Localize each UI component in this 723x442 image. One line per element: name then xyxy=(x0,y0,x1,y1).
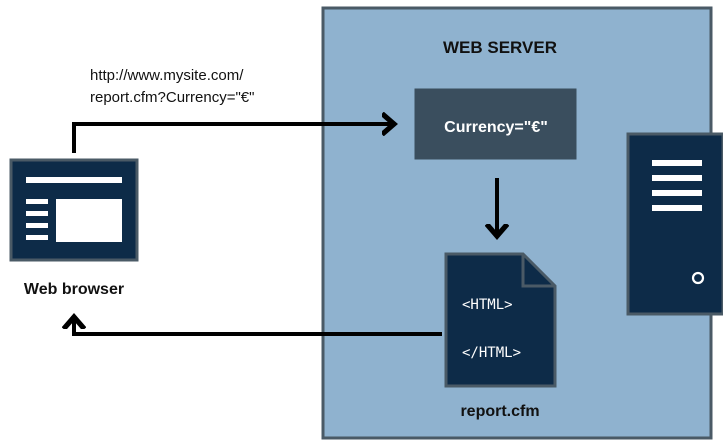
report-file-icon xyxy=(444,252,557,388)
response-arrow xyxy=(74,317,442,336)
currency-param-box xyxy=(411,85,580,163)
web-browser-icon xyxy=(9,158,139,262)
file-name-label: report.cfm xyxy=(460,403,539,420)
currency-param-label: Currency="€" xyxy=(444,119,548,136)
request-url-line2: report.cfm?Currency="€" xyxy=(90,89,254,106)
file-close-tag: </HTML> xyxy=(462,345,521,361)
request-arrow xyxy=(72,124,394,153)
file-open-tag: <HTML> xyxy=(462,297,513,313)
web-browser-label: Web browser xyxy=(24,281,124,298)
request-url-line1: http://www.mysite.com/ xyxy=(90,67,244,84)
web-server-title: WEB SERVER xyxy=(443,38,557,57)
server-tower-icon xyxy=(626,132,723,316)
